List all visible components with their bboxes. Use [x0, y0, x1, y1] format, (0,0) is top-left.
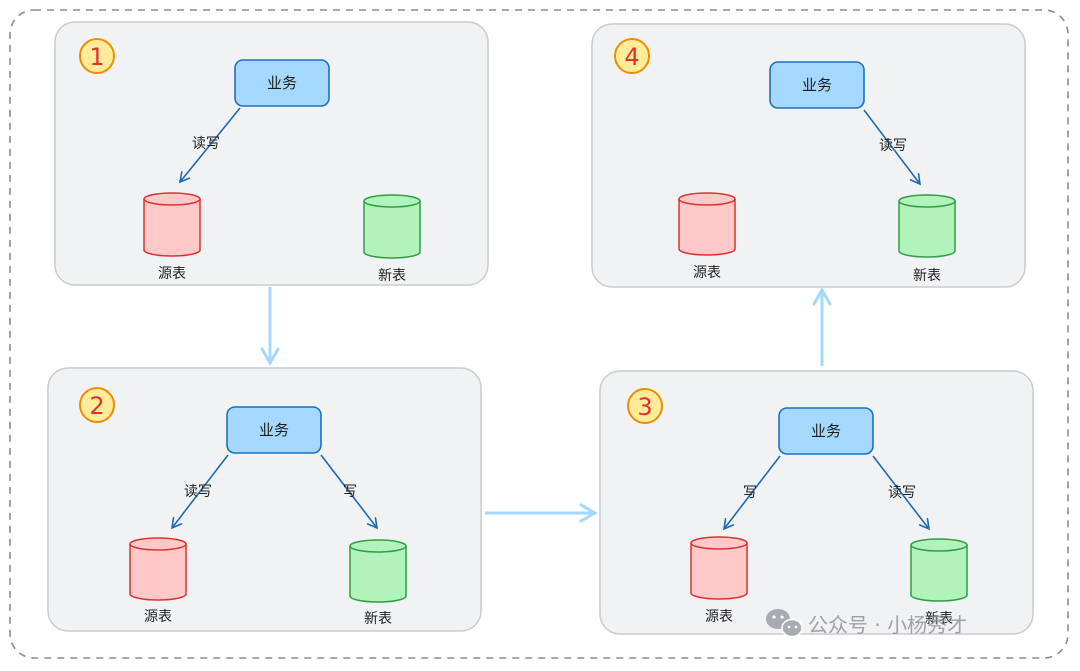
cylinder-body — [363, 201, 421, 259]
edge-label: 读写 — [888, 484, 916, 501]
source-table-cylinder: 源表 — [129, 537, 187, 625]
cylinder-top — [910, 538, 968, 552]
new-table-cylinder: 新表 — [898, 194, 956, 284]
service-node: 业务 — [769, 61, 865, 109]
cylinder-body — [898, 201, 956, 258]
badge-circle — [627, 388, 663, 424]
cylinder-top — [143, 192, 201, 206]
step-number: 1 — [89, 43, 104, 71]
step-badge: 2 — [79, 387, 115, 423]
source-table-cylinder: 源表 — [143, 192, 201, 282]
source-table-cylinder: 源表 — [678, 192, 736, 281]
new-table-cylinder: 新表 — [349, 539, 407, 627]
step-number: 4 — [624, 43, 639, 71]
service-node: 业务 — [778, 407, 874, 455]
source-table-cylinder: 源表 — [690, 536, 748, 625]
outer-frame — [9, 9, 1069, 659]
new-table-label: 新表 — [913, 268, 941, 284]
edge-to-source-table — [178, 107, 241, 184]
step-badge: 3 — [627, 388, 663, 424]
edge-label: 写 — [343, 484, 357, 500]
service-label: 业务 — [811, 422, 841, 440]
cylinder-top — [898, 194, 956, 208]
cylinder-top — [690, 536, 748, 550]
flow-arrows — [260, 286, 832, 523]
edge-label: 读写 — [879, 137, 907, 154]
edge-to-new-table — [872, 455, 931, 531]
service-box — [769, 61, 865, 109]
panel-step-3: 3 业务 写 读写 源表 新表 — [599, 370, 1034, 635]
panel-step-2: 2 业务 读写 写 源表 新表 — [47, 367, 482, 632]
edge-label: 读写 — [184, 483, 212, 500]
wechat-icon — [766, 609, 803, 638]
watermark-text: 公众号 · 小杨秀才 — [808, 613, 967, 637]
service-label: 业务 — [802, 76, 832, 94]
step-number: 2 — [89, 392, 104, 420]
step-badge: 4 — [614, 38, 650, 74]
watermark: 公众号 · 小杨秀才 — [766, 609, 967, 638]
source-table-label: 源表 — [144, 609, 172, 625]
panel-step-1: 1 业务 读写 源表 新表 — [54, 21, 489, 286]
source-table-label: 源表 — [693, 265, 721, 281]
new-table-label: 新表 — [364, 611, 392, 627]
cylinder-top — [363, 194, 421, 208]
step-number: 3 — [637, 393, 652, 421]
service-box — [234, 59, 330, 107]
step-badge: 1 — [79, 38, 115, 74]
edge-to-source-table — [722, 455, 781, 531]
cylinder-top — [678, 192, 736, 206]
service-label: 业务 — [259, 421, 289, 439]
edge-to-new-table — [863, 109, 921, 186]
edge-label: 读写 — [192, 135, 220, 152]
edge-label: 写 — [743, 485, 757, 501]
source-table-label: 源表 — [705, 609, 733, 625]
badge-circle — [79, 38, 115, 74]
edge-to-new-table — [320, 454, 379, 530]
cylinder-top — [349, 539, 407, 553]
service-label: 业务 — [267, 74, 297, 92]
cylinder-body — [690, 543, 748, 600]
new-table-label: 新表 — [378, 268, 406, 284]
service-box — [778, 407, 874, 455]
panel-step-4: 4 业务 读写 源表 新表 — [591, 23, 1026, 288]
new-table-cylinder: 新表 — [910, 538, 968, 627]
cylinder-body — [143, 199, 201, 257]
cylinder-body — [678, 199, 736, 256]
service-node: 业务 — [226, 406, 322, 454]
service-box — [226, 406, 322, 454]
new-table-label: 新表 — [925, 611, 953, 627]
source-table-label: 源表 — [158, 266, 186, 282]
service-node: 业务 — [234, 59, 330, 107]
badge-circle — [79, 387, 115, 423]
cylinder-body — [129, 544, 187, 601]
cylinder-body — [910, 545, 968, 602]
badge-circle — [614, 38, 650, 74]
cylinder-top — [129, 537, 187, 551]
new-table-cylinder: 新表 — [363, 194, 421, 284]
cylinder-body — [349, 546, 407, 603]
edge-to-source-table — [170, 454, 229, 530]
